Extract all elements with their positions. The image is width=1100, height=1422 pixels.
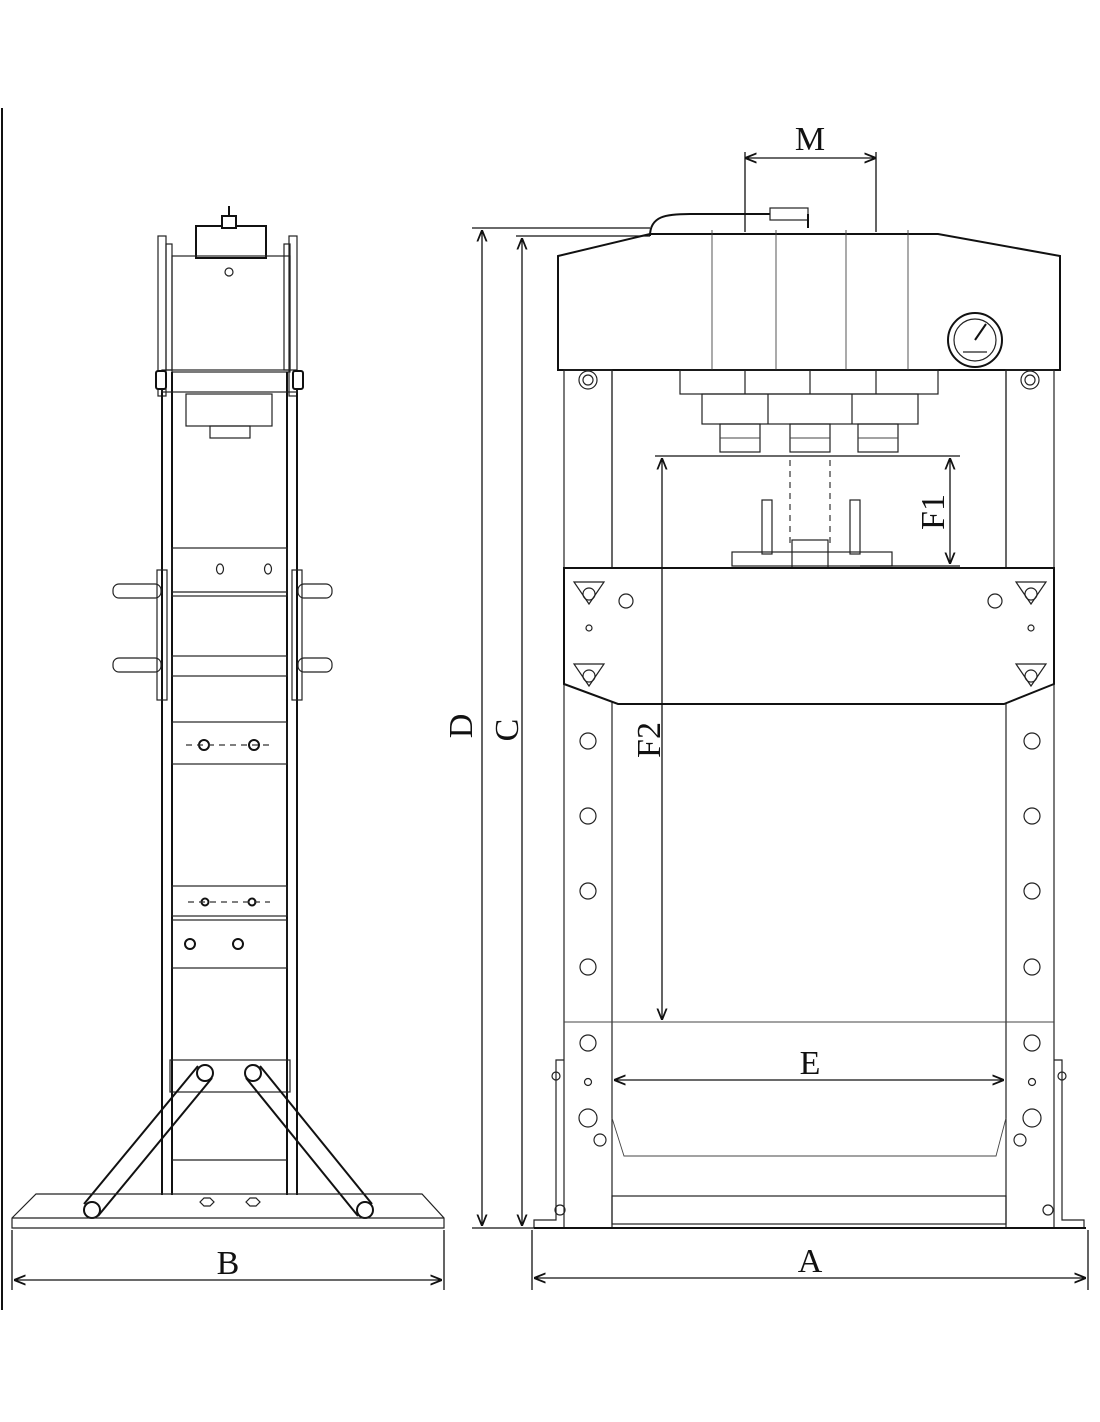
label-f1: F1 [915,494,952,530]
pressure-gauge-icon [947,312,1003,368]
front-view [533,207,1086,1229]
dimension-lines [11,152,1089,1290]
side-base [11,1193,445,1229]
label-d: D [443,714,480,739]
label-e: E [800,1045,821,1082]
front-upright-left [563,369,613,1229]
side-pin-upper-left [112,583,162,599]
side-piston [185,393,273,427]
side-bed-beam [171,547,288,597]
side-valve [221,215,237,229]
label-a: A [798,1243,823,1280]
front-press-bed [563,567,1055,705]
upright-holes [578,732,1042,1128]
front-bottom-crossbar [611,1195,1007,1225]
front-upright-right [1005,369,1055,1229]
label-m: M [795,121,825,158]
label-c: C [489,719,526,742]
ram-flange [679,369,939,395]
label-b: B [217,1245,240,1282]
side-view [11,206,445,1229]
side-cylinder-cap [195,225,267,259]
side-strut-right [244,1064,374,1219]
side-strut-left [83,1064,214,1219]
hydraulic-hose [649,213,770,237]
label-f2: F2 [631,722,668,758]
side-cylinder-body [171,255,291,373]
bed-latch-icon [572,581,1048,688]
side-bracket-plate [171,919,288,969]
